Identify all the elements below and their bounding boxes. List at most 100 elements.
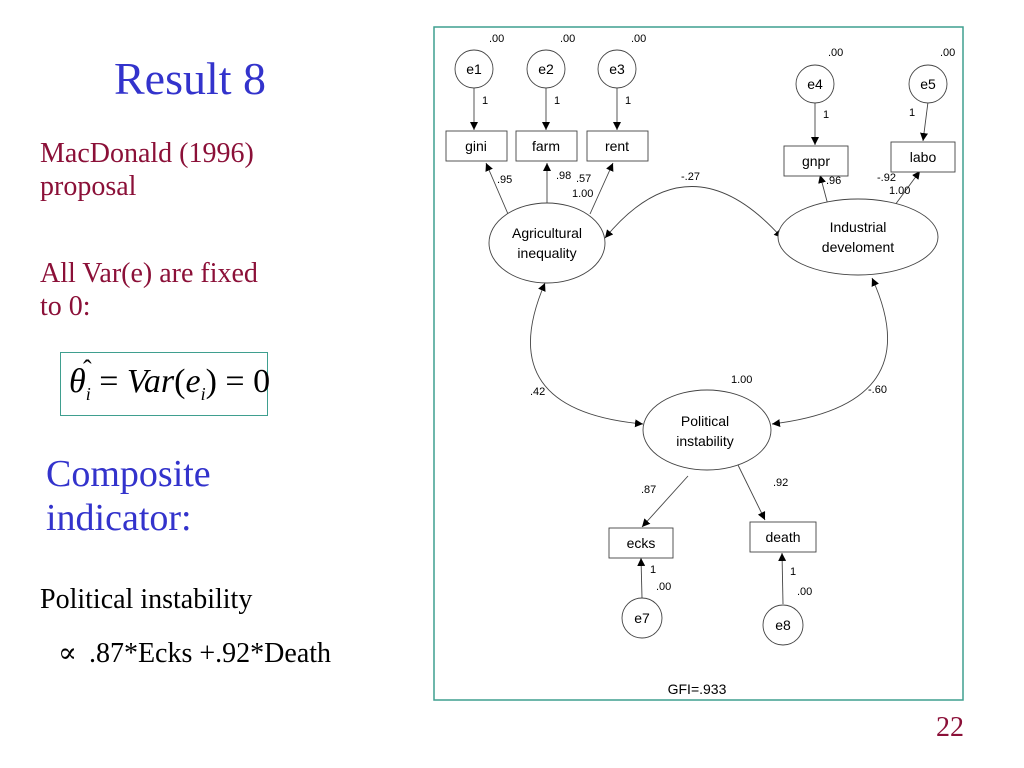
indicator-weight: .96 — [826, 175, 841, 187]
latent-variance: 1.00 — [731, 374, 752, 386]
indicator-weight: .87 — [641, 484, 656, 496]
error-loading: 1 — [823, 109, 829, 121]
close-paren: ) — [205, 363, 217, 400]
theta-symbol: θ — [69, 363, 86, 400]
covariance-agri-indus — [604, 186, 783, 239]
arrow-polit-death — [737, 464, 766, 521]
error-label: e8 — [775, 617, 791, 633]
error-label: e1 — [466, 61, 482, 77]
error-circle-e1 — [454, 49, 494, 89]
error-label: e3 — [609, 61, 625, 77]
covariance-label: .42 — [530, 386, 545, 398]
composite-line: indicator: — [46, 497, 192, 540]
composite-equation: .87*Ecks +.92*Death — [88, 638, 332, 669]
latent-label: Political — [681, 413, 729, 429]
latent-label: inequality — [517, 245, 576, 261]
indicator-box-rent — [586, 130, 649, 162]
arrows — [470, 88, 929, 605]
equals-sign: = — [90, 363, 127, 400]
error-variance: .00 — [656, 581, 671, 593]
arrow-indus-labo — [894, 170, 921, 206]
e-symbol: e — [185, 363, 201, 400]
error-loading: 1 — [650, 564, 656, 576]
hat-accent: ˆ — [83, 355, 92, 384]
error-variance: .00 — [940, 47, 955, 59]
latent-label: develoment — [822, 239, 894, 255]
open-paren: ( — [174, 363, 186, 400]
latent-label: Industrial — [830, 219, 887, 235]
indicator-box-ecks — [608, 527, 674, 559]
error-circle-e7 — [621, 597, 663, 639]
error-variance: .00 — [489, 33, 504, 45]
subtitle-line: MacDonald (1996) — [40, 138, 254, 169]
indicator-label: gini — [465, 138, 487, 154]
note-line: to 0: — [40, 290, 91, 322]
error-loading: 1 — [554, 95, 560, 107]
error-loading: 1 — [625, 95, 631, 107]
latent-variance: 1.00 — [889, 185, 910, 197]
composite-label: Political instability — [40, 584, 253, 615]
error-circle-e4 — [795, 64, 835, 104]
composite-line: Composite — [46, 453, 211, 495]
covariance-indus-polit — [771, 277, 888, 428]
latent-variance: 1.00 — [572, 188, 593, 200]
arrow-polit-ecks — [641, 475, 689, 528]
fit-statistic: GFI=.933 — [668, 681, 727, 697]
latent-ellipse-indus — [777, 198, 939, 276]
indicator-weight: -.92 — [877, 172, 896, 184]
subtitle-line: proposal — [40, 170, 137, 202]
latent-ellipse-agri — [488, 202, 606, 284]
arrow-e7-ecks — [637, 557, 646, 599]
note-line: All Var(e) are fixed — [40, 258, 258, 289]
error-label: e2 — [538, 61, 554, 77]
error-label: e5 — [920, 76, 936, 92]
error-variance: .00 — [631, 33, 646, 45]
indicator-weight: .95 — [497, 174, 512, 186]
error-loading: 1 — [909, 107, 915, 119]
error-variance: .00 — [828, 47, 843, 59]
error-variance: .00 — [560, 33, 575, 45]
indicator-label: ecks — [627, 535, 656, 551]
arrow-agri-gini — [485, 162, 509, 215]
indicator-label: death — [765, 529, 800, 545]
error-circle-e3 — [597, 49, 637, 89]
proportional-icon: ∝ — [58, 638, 77, 669]
indicator-box-labo — [890, 141, 956, 173]
arrow-agri-rent — [589, 162, 614, 215]
error-label: e7 — [634, 610, 650, 626]
page-number: 22 — [936, 712, 964, 743]
latent-label: instability — [676, 433, 734, 449]
indicator-label: rent — [605, 138, 629, 154]
subtitle: MacDonald (1996) proposal — [40, 138, 254, 204]
covariance-label: -.60 — [868, 384, 887, 396]
arrow-indus-gnpr — [818, 174, 829, 206]
arrow-e8-death — [778, 552, 787, 605]
diagram-frame — [433, 26, 964, 701]
composite-equation-line: ∝ .87*Ecks +.92*Death — [58, 636, 331, 670]
latent-label: Agricultural — [512, 225, 582, 241]
indicator-weight: .92 — [773, 477, 788, 489]
arrow-e5-labo — [920, 101, 929, 142]
error-label: e4 — [807, 76, 823, 92]
indicator-box-farm — [515, 130, 578, 162]
error-loading: 1 — [790, 566, 796, 578]
indicator-label: labo — [910, 149, 937, 165]
slide-title: Result 8 — [114, 53, 267, 104]
error-loading: 1 — [482, 95, 488, 107]
indicator-weight: .98 — [556, 170, 571, 182]
indicator-label: farm — [532, 138, 560, 154]
error-circle-e8 — [762, 604, 804, 646]
equals-zero: = 0 — [216, 363, 271, 400]
fixed-variance-note: All Var(e) are fixed to 0: — [40, 258, 258, 324]
error-circle-e5 — [908, 64, 948, 104]
error-circle-e2 — [526, 49, 566, 89]
indicator-box-death — [749, 521, 817, 553]
indicator-weight: .57 — [576, 173, 591, 185]
composite-heading: Composite indicator: — [46, 452, 211, 541]
indicator-box-gnpr — [783, 145, 849, 177]
subscript-i: i — [200, 383, 206, 404]
indicator-label: gnpr — [802, 153, 830, 169]
indicator-box-gini — [445, 130, 508, 162]
covariance-label: -.27 — [681, 171, 700, 183]
